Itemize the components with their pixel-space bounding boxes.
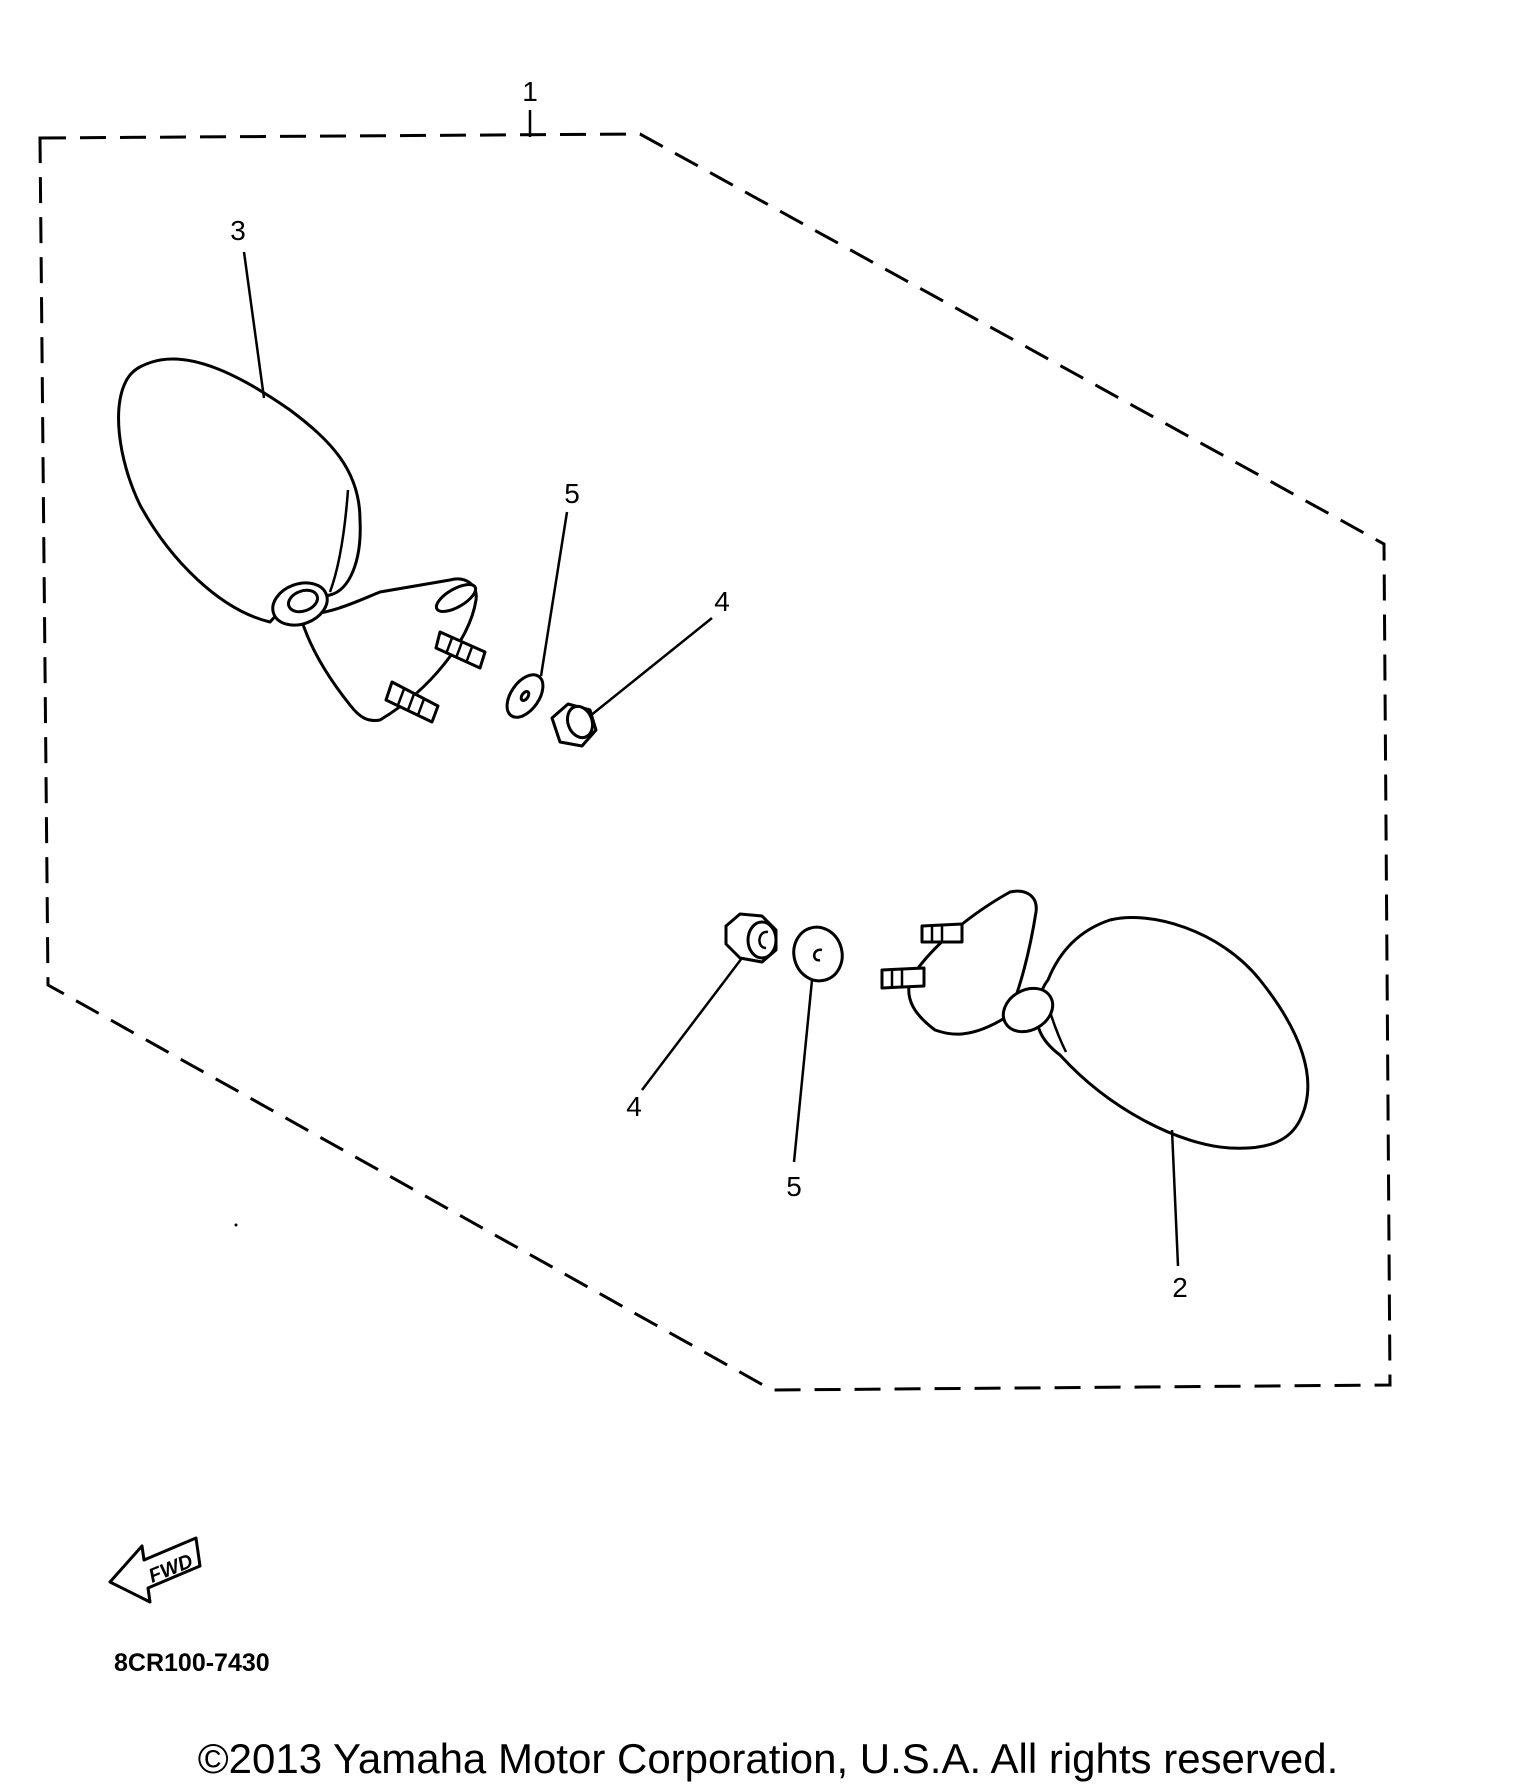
diagram-code: 8CR100-7430: [114, 1649, 270, 1677]
callout-4-upper: 4: [714, 586, 730, 617]
leader-line-5-upper: [539, 511, 569, 677]
right-mirror: [880, 889, 1310, 1150]
callout-1: 1: [522, 76, 538, 107]
washer-lower: [792, 925, 844, 983]
callout-5-upper: 5: [564, 478, 580, 509]
left-mirror: [117, 357, 487, 724]
leader-line-3: [242, 251, 266, 399]
callout-3: 3: [230, 215, 246, 246]
washer-upper: [505, 673, 545, 719]
callout-4-lower: 4: [626, 1091, 642, 1122]
leader-line-4-lower: [641, 957, 743, 1091]
copyright-notice: ©2013 Yamaha Motor Corporation, U.S.A. A…: [197, 1735, 1339, 1782]
leader-line-5-lower: [792, 979, 814, 1163]
callout-5-lower: 5: [786, 1171, 802, 1202]
leader-line-4-upper: [589, 617, 713, 717]
assembly-boundary: [38, 132, 1392, 1392]
nut-upper: [550, 702, 598, 748]
leader-line-2: [1170, 1129, 1180, 1267]
callout-2: 2: [1172, 1272, 1188, 1303]
stray-mark: [234, 1223, 238, 1227]
fwd-arrow-icon: FWD: [108, 1536, 202, 1604]
nut-lower: [724, 912, 778, 964]
